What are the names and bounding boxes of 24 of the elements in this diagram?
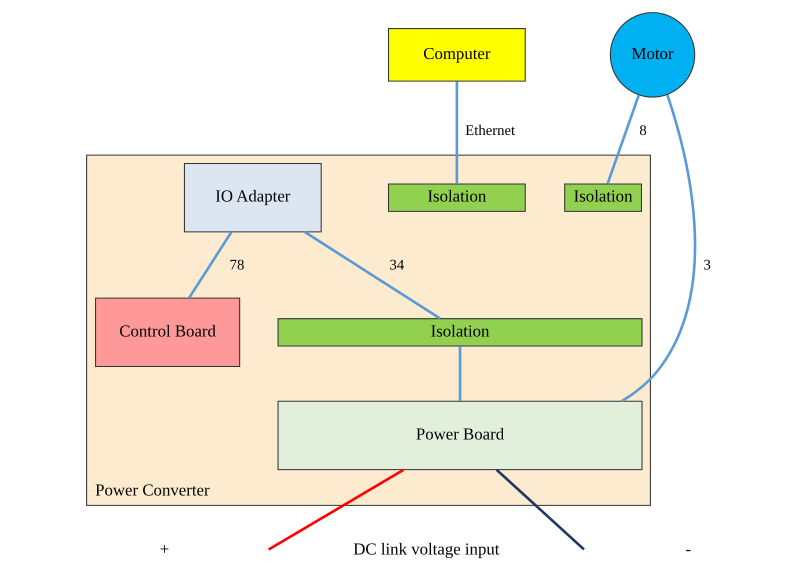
connector (267, 468, 404, 551)
connector (606, 94, 640, 184)
label: - (684, 540, 691, 559)
node-box: Computer (387, 28, 526, 82)
node-box: Control Board (94, 298, 240, 368)
node-box: Isolation (564, 184, 642, 212)
node-box: Isolation (387, 184, 526, 212)
edge-label: Ethernet (464, 122, 515, 139)
node-circle: Motor (609, 12, 695, 98)
connector (304, 230, 440, 320)
connector (620, 94, 696, 402)
edge-label: 78 (229, 257, 244, 274)
label: + (159, 540, 169, 559)
connector (458, 346, 461, 401)
node-box: Isolation (277, 318, 642, 347)
connector (495, 468, 584, 550)
node-box: IO Adapter (183, 163, 322, 232)
edge-label: 3 (703, 257, 710, 274)
label: DC link voltage input (352, 540, 499, 559)
edge-label: 8 (638, 122, 646, 139)
connector (455, 81, 458, 184)
connector (188, 232, 232, 299)
edge-label: 34 (389, 257, 404, 274)
node-box: Power Board (277, 400, 642, 470)
